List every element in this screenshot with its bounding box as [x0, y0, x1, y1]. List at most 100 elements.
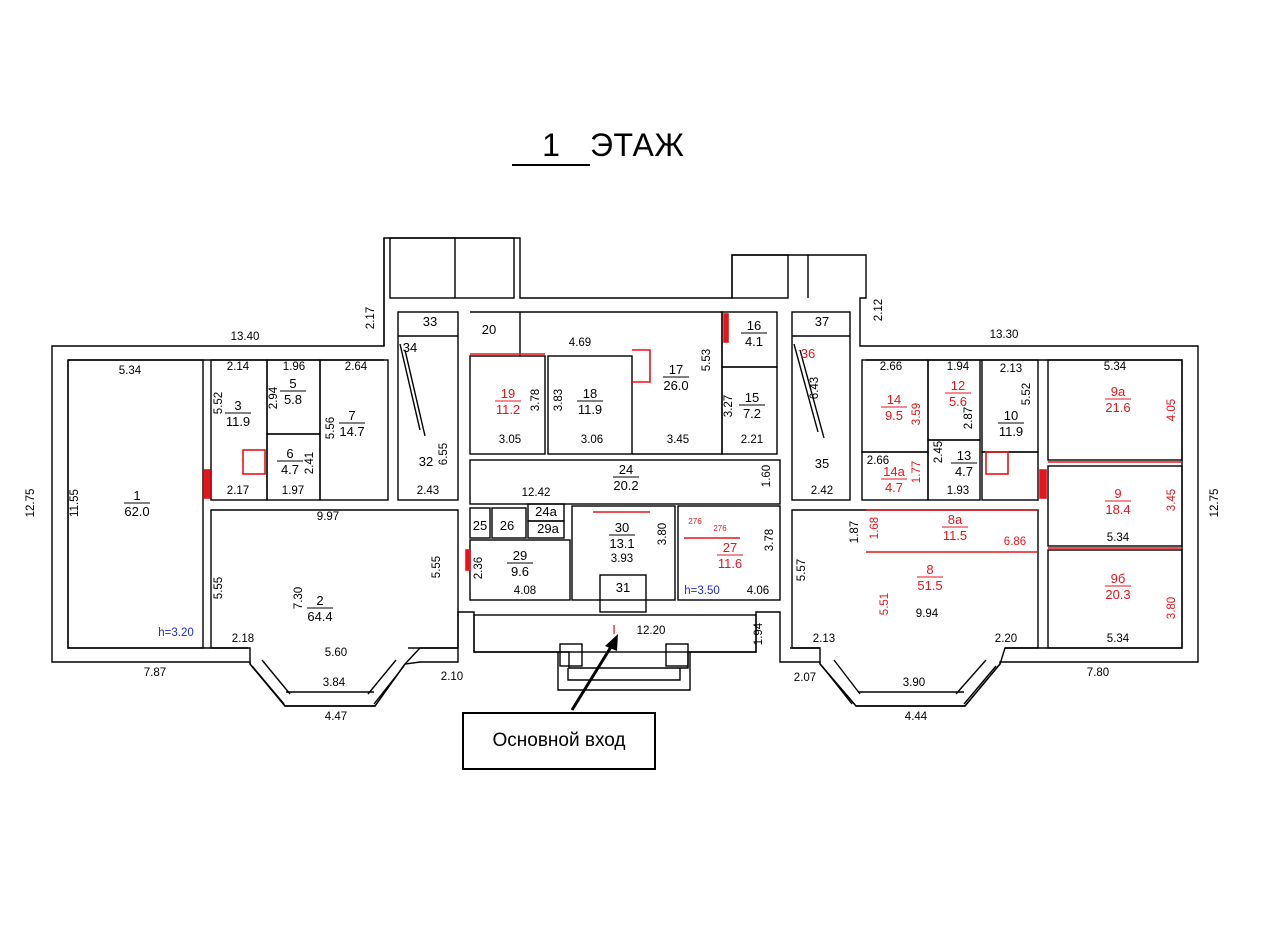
- dimension-label: 2.13: [1000, 363, 1022, 375]
- dimension-label: 2.36: [473, 557, 485, 579]
- dimension-label: 2.45: [933, 441, 945, 463]
- room-number-17: 17: [669, 362, 683, 377]
- dimension-label: 1.96: [283, 361, 305, 373]
- room-area-8: 51.5: [917, 578, 942, 593]
- room-area-6: 4.7: [281, 462, 299, 477]
- dimension-label: 7.30: [293, 587, 305, 609]
- room-number-26: 26: [500, 518, 514, 533]
- room-24-walls: [469, 459, 781, 505]
- dimension-label: 1.94: [753, 622, 765, 645]
- dimension-label: 3.45: [667, 434, 689, 446]
- dimension-label: 2.42: [811, 485, 833, 497]
- room-area-17: 26.0: [663, 378, 688, 393]
- dimension-label: 5.34: [1104, 361, 1127, 373]
- room-area-5: 5.8: [284, 392, 302, 407]
- dimension-label: 1.60: [761, 465, 773, 487]
- dimension-label: 4.69: [569, 337, 591, 349]
- dimension-label: h=3.50: [684, 585, 720, 597]
- room-number-24а: 24а: [535, 504, 557, 519]
- dimension-label: 2.07: [794, 672, 816, 684]
- room-8-walls: [791, 509, 1039, 707]
- dimension-label: 3.84: [323, 677, 346, 689]
- room-area-24: 20.2: [613, 478, 638, 493]
- dimension-label: 13.30: [990, 329, 1019, 341]
- room-area-1: 62.0: [124, 504, 149, 519]
- room-number-3: 3: [234, 398, 241, 413]
- dimension-label: 2.13: [813, 633, 835, 645]
- dimension-label: 3.45: [1166, 489, 1178, 511]
- dimension-label: 2.17: [365, 307, 377, 329]
- room-30-walls: [571, 505, 676, 601]
- room-number-27: 27: [723, 540, 737, 555]
- red-partitions: [203, 313, 1182, 571]
- room-number-35: 35: [815, 456, 829, 471]
- room-number-12: 12: [951, 378, 965, 393]
- dimension-label: 5.60: [325, 647, 347, 659]
- room-number-37: 37: [815, 314, 829, 329]
- room-area-10: 11.9: [999, 424, 1023, 439]
- dimension-label: 7.87: [144, 667, 166, 679]
- room-number-13: 13: [957, 448, 971, 463]
- room-number-29а: 29а: [537, 521, 559, 536]
- dimension-label: 7.80: [1087, 667, 1109, 679]
- dimension-label: 2.43: [417, 485, 439, 497]
- room-number-8а: 8а: [948, 512, 963, 527]
- room-number-18: 18: [583, 386, 597, 401]
- room-I-walls: [473, 614, 757, 653]
- dimension-label: 3.05: [499, 434, 521, 446]
- dimension-label: 11.55: [69, 489, 81, 517]
- dimension-label: 5.52: [213, 392, 225, 414]
- room-number-20: 20: [482, 322, 496, 337]
- room-number-10: 10: [1004, 408, 1018, 423]
- room-area-12: 5.6: [949, 394, 967, 409]
- dimension-label: h=3.20: [158, 627, 194, 639]
- dimension-label: 1.87: [849, 521, 861, 543]
- room-19-walls: [469, 355, 546, 455]
- dimension-label: 2.20: [995, 633, 1017, 645]
- entrance-arrow: [570, 634, 618, 711]
- room-1-walls: [67, 359, 204, 649]
- dimension-label: 1.93: [947, 485, 969, 497]
- dimension-label: 2.64: [345, 361, 368, 373]
- dimension-label: 5.57: [796, 559, 808, 581]
- room-area-13: 4.7: [955, 464, 973, 479]
- dimension-label: 9.97: [317, 511, 339, 523]
- floor-word: ЭТАЖ: [590, 127, 685, 163]
- dimension-label: 3.90: [903, 677, 925, 689]
- room-15-walls: [721, 366, 778, 455]
- room-number-25: 25: [473, 518, 487, 533]
- room-number-8: 8: [926, 562, 933, 577]
- dimension-label: 1.77: [911, 461, 923, 483]
- dimension-label: 2.18: [232, 633, 254, 645]
- room-number-30: 30: [615, 520, 629, 535]
- dimension-label: 1.68: [869, 517, 881, 539]
- room-number-1: 1: [133, 488, 140, 503]
- dimension-label: 5.52: [1021, 383, 1033, 405]
- room-number-15: 15: [745, 390, 759, 405]
- room-number-32: 32: [419, 454, 433, 469]
- dimension-label: 1.97: [282, 485, 304, 497]
- dimension-label: 6.43: [809, 377, 821, 399]
- room-number-19: 19: [501, 386, 515, 401]
- dimension-label: 6.55: [438, 443, 450, 465]
- room-2-walls: [210, 509, 459, 707]
- room-area-27: 11.6: [718, 556, 742, 571]
- room-number-14: 14: [887, 392, 901, 407]
- room-number-14а: 14а: [883, 464, 905, 479]
- room-area-18: 11.9: [578, 402, 602, 417]
- room-area-7: 14.7: [339, 424, 364, 439]
- room-labels: 162.0264.4311.955.864.7714.7851.58а11.59…: [124, 318, 1131, 624]
- dimension-label: 6.86: [1004, 536, 1026, 548]
- room-number-7: 7: [348, 408, 355, 423]
- room-area-14а: 4.7: [885, 480, 903, 495]
- dimension-label: 2.17: [227, 485, 249, 497]
- room-number-31: 31: [616, 580, 630, 595]
- dimension-label: 3.93: [611, 553, 633, 565]
- room-27-walls: [677, 505, 781, 601]
- dimension-label: 3.80: [657, 523, 669, 545]
- room-area-15: 7.2: [743, 406, 761, 421]
- room-3-walls: [210, 359, 268, 501]
- dimension-label: 2.66: [867, 455, 889, 467]
